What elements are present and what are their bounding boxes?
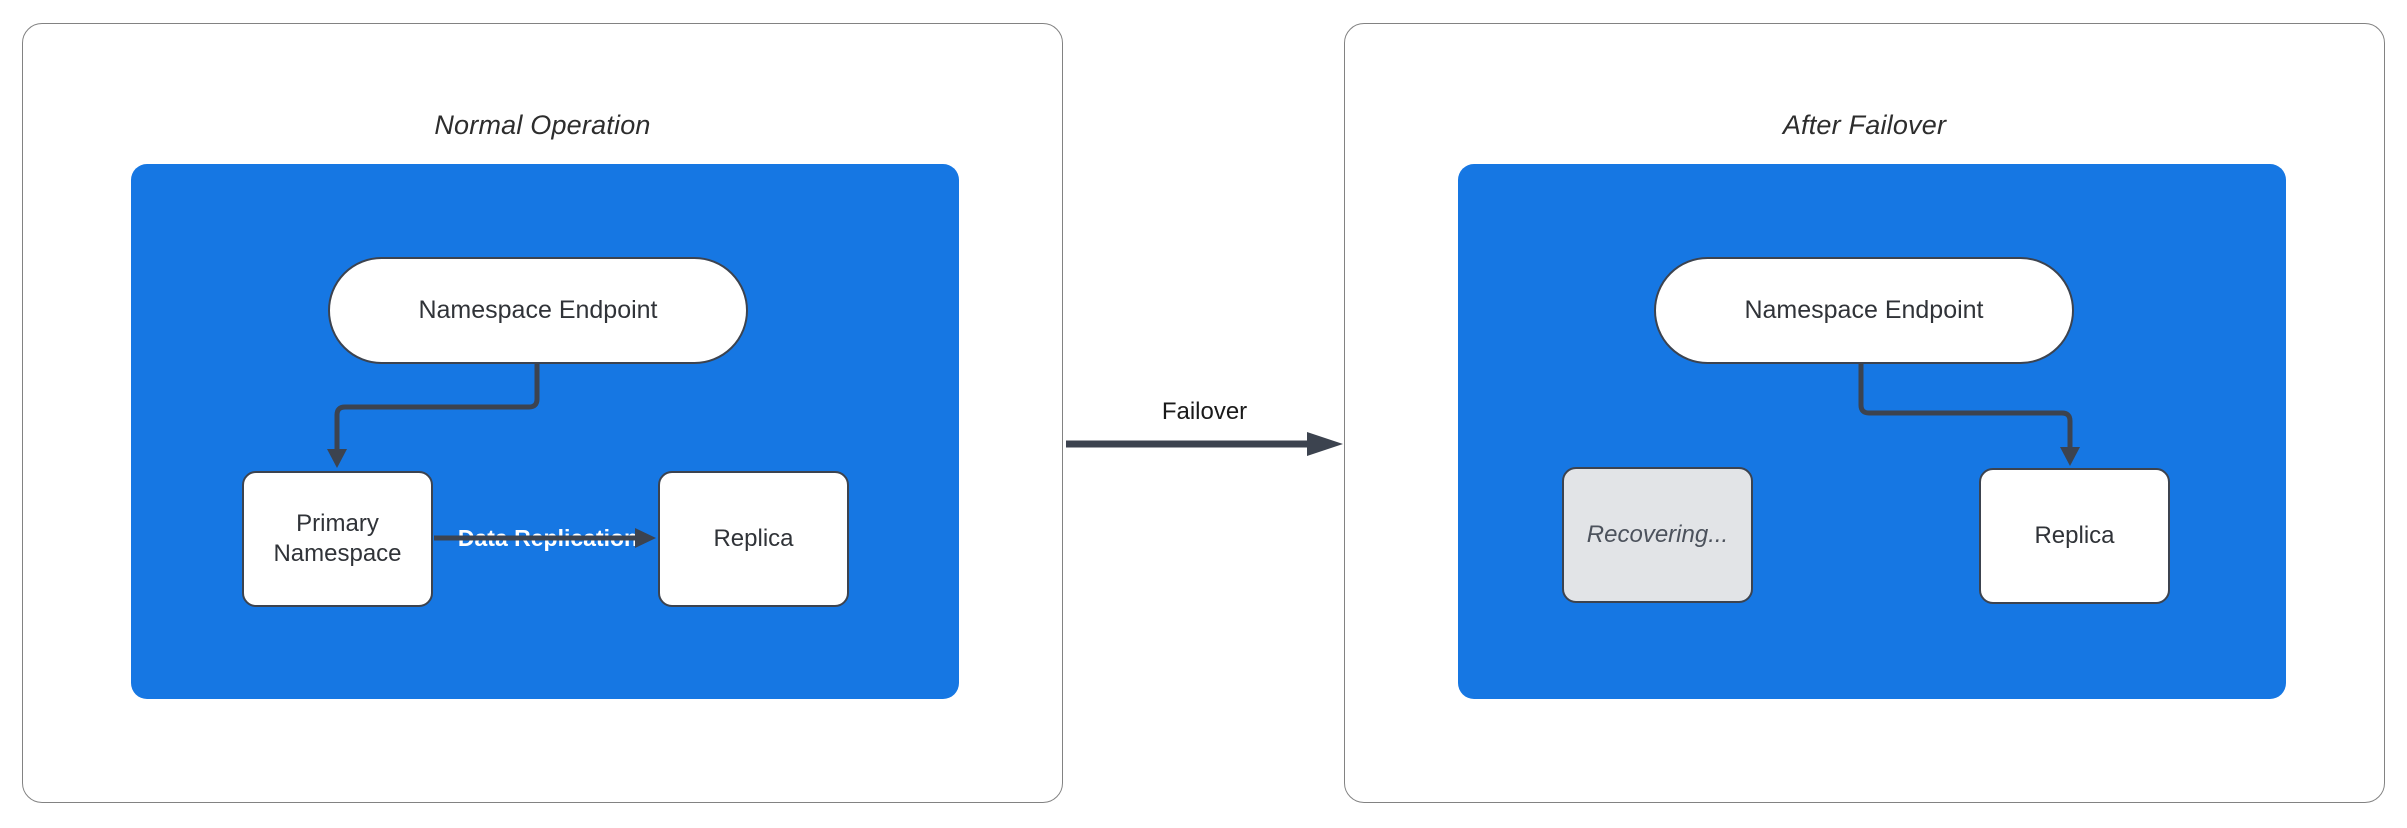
node-label: Namespace Endpoint — [418, 295, 658, 324]
node-label: Primary Namespace — [273, 510, 402, 567]
after-failover-cluster: Namespace Endpoint Recovering... Replica — [1458, 164, 2286, 699]
failover-arrow — [1066, 432, 1343, 456]
normal-operation-cluster: Namespace Endpoint Primary Namespace Rep… — [131, 164, 959, 699]
panel-title-normal-operation: Normal Operation — [434, 110, 651, 140]
node-label: Replica — [713, 525, 794, 552]
node-label: Recovering... — [1586, 521, 1729, 548]
edge-label-data-replication: Data Replication — [457, 523, 639, 554]
node-replica-right: Replica — [1979, 468, 2170, 604]
node-label: Replica — [2034, 522, 2115, 549]
node-label: Namespace Endpoint — [1744, 295, 1984, 324]
node-recovering: Recovering... — [1562, 467, 1753, 603]
node-replica-left: Replica — [658, 471, 849, 607]
panel-title-after-failover: After Failover — [1782, 110, 1947, 140]
node-namespace-endpoint-left: Namespace Endpoint — [328, 257, 748, 364]
failover-label: Failover — [1161, 398, 1248, 425]
node-namespace-endpoint-right: Namespace Endpoint — [1654, 257, 2074, 364]
normal-operation-panel: Normal Operation Namespace Endpoint Prim… — [22, 23, 1063, 803]
after-failover-panel: After Failover Namespace Endpoint Recove… — [1344, 23, 2385, 803]
node-primary-namespace: Primary Namespace — [242, 471, 433, 607]
